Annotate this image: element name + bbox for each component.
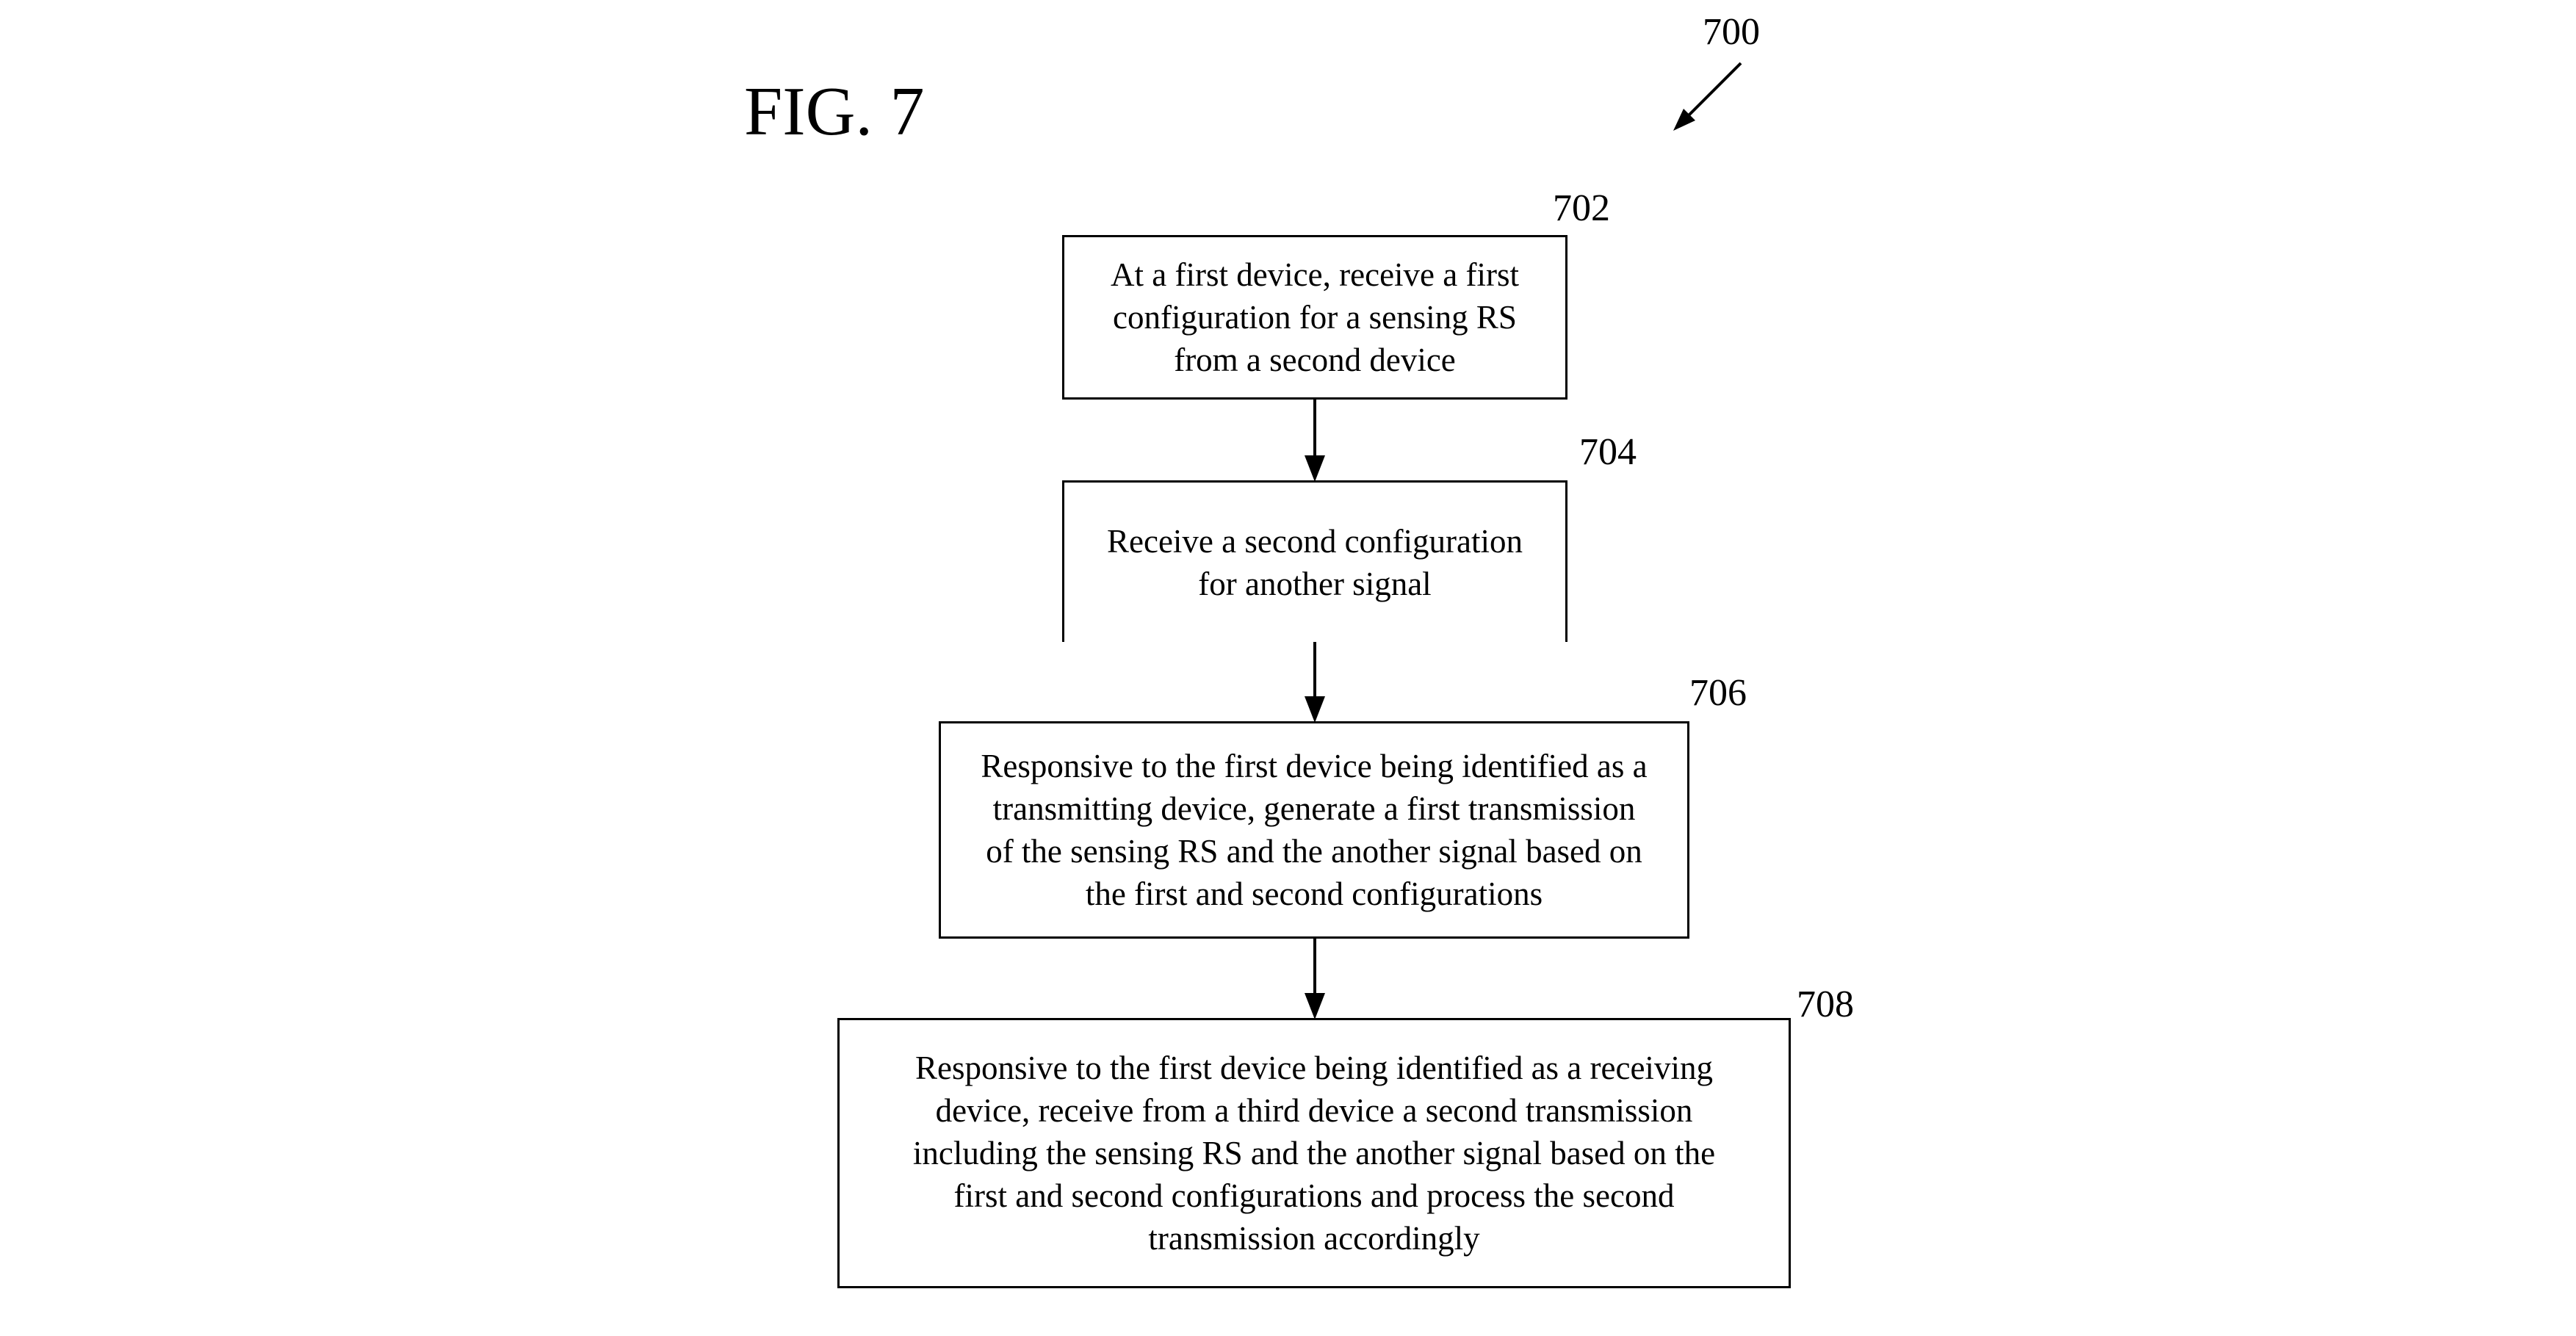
arrowhead-704-to-706 <box>1305 696 1325 723</box>
step-box-704: Receive a second configuration for anoth… <box>1062 480 1567 642</box>
step-text-704: Receive a second configuration for anoth… <box>1106 522 1523 602</box>
figure-reference-arrow <box>1681 62 1742 123</box>
step-text-706: Responsive to the first device being ide… <box>981 748 1648 912</box>
step-ref-704: 704 <box>1579 431 1637 473</box>
step-ref-706: 706 <box>1689 672 1747 714</box>
arrowhead-706-to-708 <box>1305 993 1325 1019</box>
step-ref-702: 702 <box>1553 187 1610 229</box>
figure-reference-label: 700 <box>1703 11 1760 53</box>
step-ref-708: 708 <box>1797 983 1854 1025</box>
arrowhead-702-to-704 <box>1305 455 1325 482</box>
step-text-708: Responsive to the first device being ide… <box>912 1050 1716 1257</box>
figure-title: FIG. 7 <box>744 73 925 150</box>
step-box-702: At a first device, receive a first confi… <box>1062 235 1567 400</box>
step-box-706: Responsive to the first device being ide… <box>939 721 1689 939</box>
figure-reference-arrowhead <box>1673 109 1695 131</box>
step-box-708: Responsive to the first device being ide… <box>837 1018 1791 1288</box>
step-text-702: At a first device, receive a first confi… <box>1111 256 1519 378</box>
